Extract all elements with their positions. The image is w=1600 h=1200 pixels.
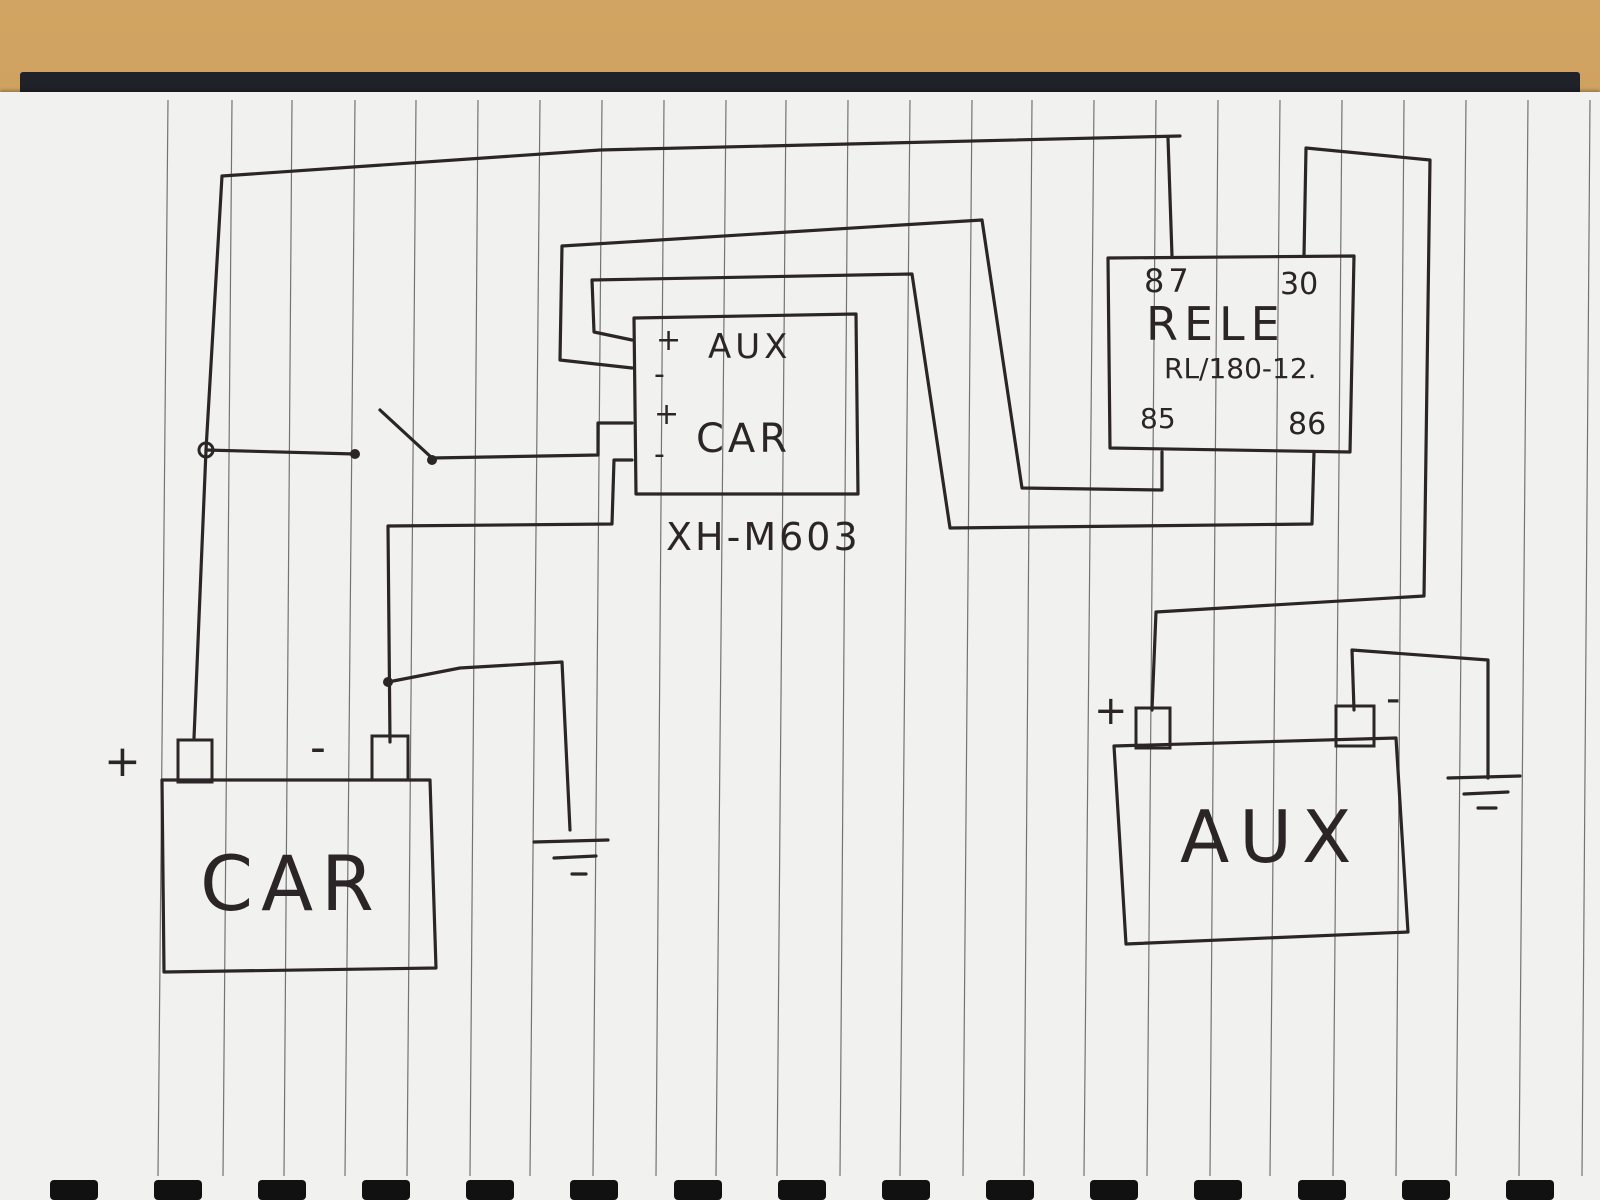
- ruling-line: [1083, 99, 1095, 1177]
- switch-contact-right: [427, 455, 437, 465]
- spiral-ring: [986, 1180, 1034, 1200]
- wire-aux-negative-to-ground: [1350, 648, 1490, 780]
- ruling-line: [283, 99, 293, 1177]
- relay-pin-30: 30: [1280, 267, 1318, 302]
- ruling-line: [529, 99, 541, 1177]
- ruling-line: [222, 99, 233, 1177]
- spiral-ring: [1506, 1180, 1554, 1200]
- ruling-line: [1023, 99, 1033, 1177]
- spiral-ring: [362, 1180, 410, 1200]
- module-port-aux-label: AUX: [708, 327, 791, 367]
- ruling-line: [655, 99, 665, 1177]
- wires: [192, 134, 1490, 832]
- spiral-ring: [466, 1180, 514, 1200]
- relay-pin-85: 85: [1140, 402, 1176, 435]
- ruling-line: [1269, 99, 1281, 1177]
- module-port-car-label: CAR: [696, 416, 791, 462]
- ruling-line: [776, 99, 787, 1177]
- aux-terminal-negative: [1334, 704, 1376, 748]
- ruling-line: [1395, 99, 1405, 1177]
- relay-rl180: 87 30 RELE RL/180-12. 85 86: [1106, 254, 1356, 454]
- wire-module-aux-plus-loop: [590, 272, 1316, 530]
- spiral-ring: [570, 1180, 618, 1200]
- car-negative-sign: -: [310, 722, 326, 773]
- wire-module-aux-minus-loop: [558, 218, 1164, 492]
- ruling-line: [1518, 99, 1529, 1177]
- ruling-line: [962, 99, 973, 1177]
- module-port-plus-aux: +: [656, 323, 681, 358]
- spiral-ring: [882, 1180, 930, 1200]
- ruling-line: [157, 99, 169, 1177]
- spiral-ring: [674, 1180, 722, 1200]
- module-xh-m603: + AUX - + CAR - XH-M603: [632, 312, 861, 559]
- junction-node: [197, 441, 215, 459]
- ruling-line: [469, 99, 479, 1177]
- spiral-ring: [778, 1180, 826, 1200]
- wire-switch: [204, 421, 634, 460]
- ruling-line: [1581, 99, 1591, 1177]
- relay-title: RELE: [1146, 297, 1286, 351]
- car-positive-sign: +: [104, 736, 141, 787]
- ruling-line: [406, 99, 417, 1177]
- ruling-line: [1146, 99, 1157, 1177]
- ruling-line: [899, 99, 911, 1177]
- car-terminal-negative: [370, 734, 410, 782]
- relay-pin-87: 87: [1144, 262, 1193, 300]
- spiral-ring: [1090, 1180, 1138, 1200]
- spiral-ring: [1194, 1180, 1242, 1200]
- spiral-ring: [258, 1180, 306, 1200]
- page-rulings: [157, 99, 1591, 1177]
- ruling-line: [839, 99, 849, 1177]
- car-terminal-positive: [176, 738, 214, 784]
- ruling-line: [1455, 99, 1467, 1177]
- spiral-binding: [50, 1180, 1554, 1200]
- spiral-ring: [1402, 1180, 1450, 1200]
- ruling-line: [344, 99, 356, 1177]
- junction-node-ground: [383, 677, 393, 687]
- aux-positive-sign: +: [1094, 688, 1128, 734]
- spiral-ring: [1298, 1180, 1346, 1200]
- aux-battery-label: AUX: [1180, 795, 1361, 879]
- relay-model: RL/180-12.: [1164, 352, 1317, 385]
- car-battery: + - CAR: [104, 722, 438, 974]
- relay-pin-86: 86: [1288, 407, 1326, 442]
- switch-contact-left: [350, 449, 360, 459]
- spiral-ring: [50, 1180, 98, 1200]
- wire-car-negative-to-ground: [386, 660, 572, 832]
- module-port-minus-car: -: [654, 437, 665, 472]
- car-battery-label: CAR: [200, 839, 382, 928]
- ruling-line: [592, 99, 603, 1177]
- spiral-ring: [154, 1180, 202, 1200]
- ground-symbol-aux: [1446, 774, 1522, 810]
- module-label: XH-M603: [666, 515, 861, 559]
- aux-battery: + - AUX: [1094, 676, 1410, 946]
- module-port-minus-aux: -: [654, 357, 665, 392]
- aux-negative-sign: -: [1386, 676, 1400, 722]
- ruling-line: [1332, 99, 1343, 1177]
- ruling-line: [1209, 99, 1219, 1177]
- wire-car-positive-to-relay-87: [192, 134, 1182, 740]
- ground-symbol-car: [532, 838, 610, 876]
- aux-terminal-positive: [1134, 706, 1172, 750]
- module-port-plus-car: +: [654, 397, 679, 432]
- wire-car-negative-to-module: [386, 458, 634, 744]
- ruling-line: [715, 99, 727, 1177]
- switch-lever: [378, 408, 434, 460]
- wire-relay-30-to-aux-positive: [1150, 146, 1432, 712]
